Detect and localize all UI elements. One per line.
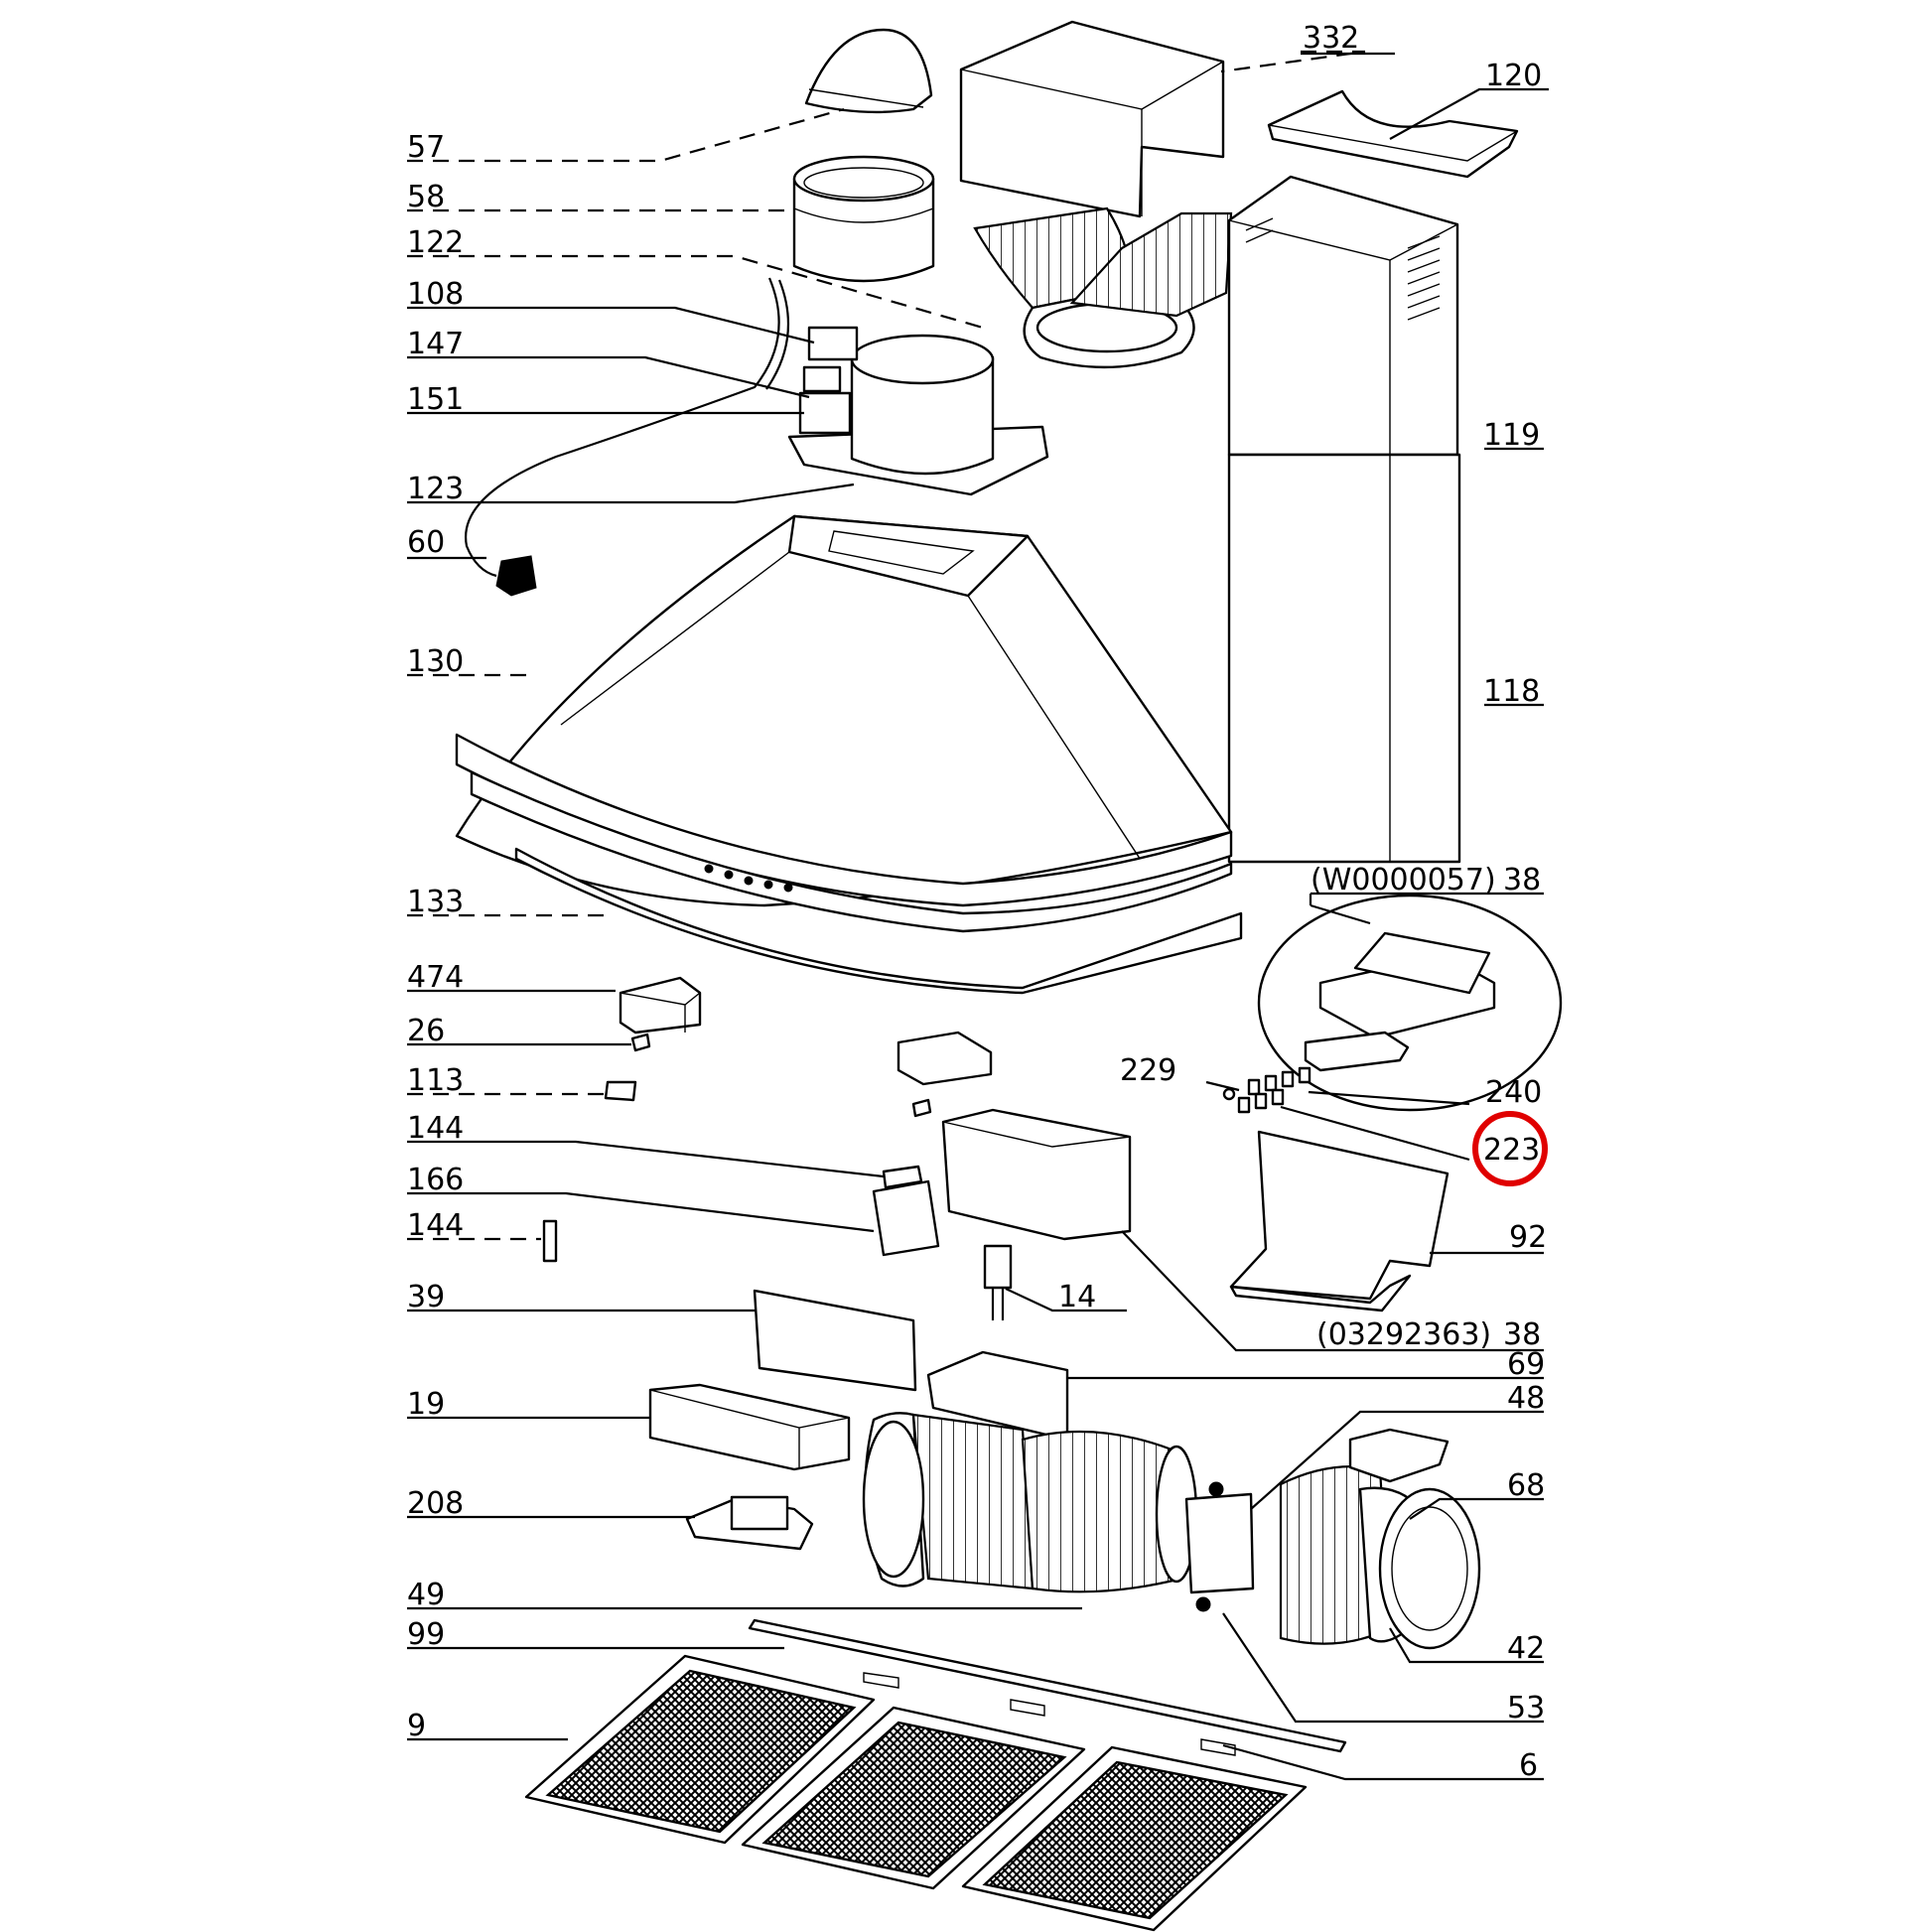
label-119: 119: [1483, 418, 1540, 453]
part-38-control-module-inset: [1257, 894, 1563, 1112]
label-49: 49: [407, 1578, 445, 1612]
part-58-duct-collar: [792, 155, 935, 283]
part-blower-assembly: [862, 1350, 1481, 1650]
label-57: 57: [407, 130, 445, 165]
label-42: 42: [1507, 1631, 1545, 1666]
label-code-bottom: (03292363): [1316, 1317, 1491, 1352]
label-118: 118: [1483, 674, 1540, 709]
label-130: 130: [407, 644, 464, 679]
part-60-power-cable: [465, 277, 790, 597]
label-58: 58: [407, 180, 445, 214]
part-57-dome-cap: [804, 28, 933, 114]
label-99: 99: [407, 1617, 445, 1652]
label-9: 9: [407, 1709, 426, 1743]
label-53: 53: [1507, 1691, 1545, 1725]
part-screws-229-240-223: [1222, 1066, 1311, 1114]
part-474-box: [619, 976, 702, 1035]
leader-lines: [407, 50, 1549, 1781]
part-332-upper-box: [959, 20, 1225, 218]
label-38-top: 38: [1503, 863, 1541, 897]
part-19-lamp-housing: [648, 1383, 851, 1471]
label-108: 108: [407, 277, 464, 312]
part-9-grease-filters: [524, 1654, 1308, 1932]
part-labels: 332 120 57 58 122 108 147 151 119 123 60…: [407, 21, 1547, 1783]
label-147: 147: [407, 327, 464, 361]
part-119-118-chimney: [1227, 175, 1461, 864]
label-w-code: (W0000057): [1311, 863, 1496, 897]
label-144-a: 144: [407, 1111, 464, 1146]
label-120: 120: [1485, 59, 1542, 93]
label-223: 223: [1483, 1133, 1540, 1168]
label-166: 166: [407, 1163, 464, 1197]
label-474: 474: [407, 960, 464, 995]
part-120-chimney-bracket: [1267, 89, 1519, 179]
label-240: 240: [1485, 1075, 1542, 1110]
part-99-6-support-bar: [748, 1618, 1347, 1756]
label-26: 26: [407, 1014, 445, 1048]
label-151: 151: [407, 382, 464, 417]
label-208: 208: [407, 1486, 464, 1521]
label-19: 19: [407, 1387, 445, 1422]
highlight-circle-223: [1472, 1111, 1548, 1186]
label-39: 39: [407, 1280, 445, 1314]
part-122-transition-duct: [973, 207, 1233, 369]
label-144-b: 144: [407, 1208, 464, 1243]
label-60: 60: [407, 525, 445, 560]
label-38-bottom: 38: [1503, 1317, 1541, 1352]
label-229: 229: [1120, 1053, 1176, 1088]
label-69: 69: [1507, 1347, 1545, 1382]
part-92-cover-plate: [1229, 1130, 1449, 1312]
label-133: 133: [407, 885, 464, 919]
label-48: 48: [1507, 1381, 1545, 1416]
label-122: 122: [407, 225, 464, 260]
label-14: 14: [1058, 1280, 1096, 1314]
part-113-tag: [604, 1080, 637, 1102]
part-123-motor-plate: [787, 326, 1049, 496]
label-92: 92: [1509, 1220, 1547, 1255]
part-39-plate: [753, 1289, 917, 1392]
label-68: 68: [1507, 1468, 1545, 1503]
part-hood-canopy: [455, 514, 1243, 995]
part-208-transformer: [685, 1495, 814, 1551]
part-central-electronics: [542, 1031, 1132, 1320]
label-113: 113: [407, 1063, 464, 1098]
label-123: 123: [407, 472, 464, 506]
label-332: 332: [1303, 21, 1359, 56]
part-26-small-bulb: [630, 1033, 651, 1052]
label-6: 6: [1519, 1748, 1538, 1783]
